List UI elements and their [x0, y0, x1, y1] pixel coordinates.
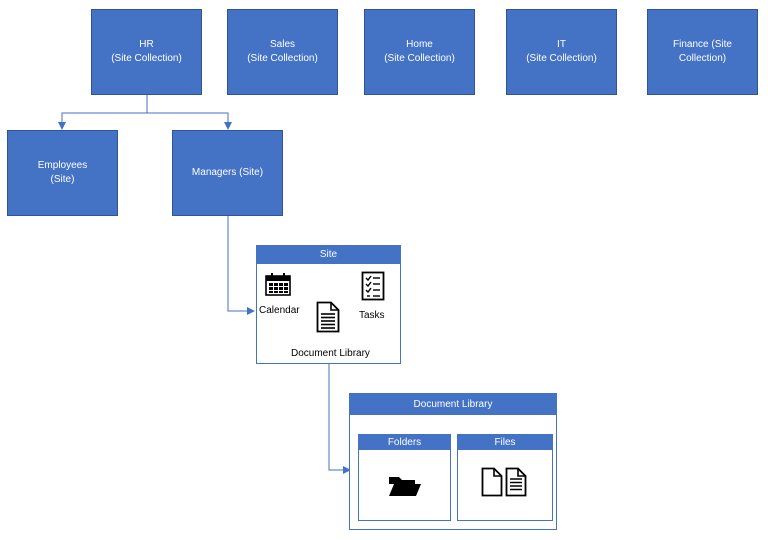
- document-icon: [316, 301, 340, 333]
- calendar-icon: [265, 273, 291, 296]
- node-subtitle: (Site Collection): [247, 53, 318, 64]
- document-library-panel: Document Library Folders Files: [349, 393, 557, 530]
- node-title: Sales: [269, 39, 295, 50]
- sales-site-collection[interactable]: Sales (Site Collection): [227, 9, 338, 95]
- node-subtitle: (Site Collection): [111, 53, 182, 64]
- node-subtitle: (Site): [50, 174, 75, 185]
- node-subtitle: (Site Collection): [526, 53, 597, 64]
- employees-site[interactable]: Employees (Site): [7, 130, 118, 216]
- site-panel-header: Site: [257, 246, 400, 264]
- folder-icon: [389, 477, 421, 496]
- document-library-panel-header: Document Library: [350, 394, 556, 415]
- node-title: HR: [139, 39, 154, 50]
- connector-hr-to-employees: [58, 95, 148, 130]
- node-title: Finance (Site: [673, 39, 732, 50]
- node-subtitle: Collection): [678, 53, 727, 64]
- home-site-collection[interactable]: Home (Site Collection): [364, 9, 475, 95]
- files-header: Files: [458, 435, 552, 450]
- managers-site[interactable]: Managers (Site): [172, 130, 283, 216]
- tasks-icon: [361, 271, 385, 301]
- blank-file-icon: [481, 467, 503, 497]
- folders-panel: Folders: [358, 434, 451, 521]
- folders-header: Folders: [359, 435, 450, 450]
- files-panel: Files: [457, 434, 553, 521]
- node-subtitle: (Site Collection): [384, 53, 455, 64]
- tasks-label: Tasks: [359, 310, 385, 321]
- document-library-label: Document Library: [291, 348, 370, 359]
- node-title: IT: [557, 39, 566, 50]
- connector-library-to-library-panel: [328, 354, 351, 474]
- text-file-icon: [505, 467, 527, 497]
- connector-managers-to-site: [227, 215, 255, 315]
- site-panel: Site Calendar Tasks Document Library: [256, 245, 401, 364]
- calendar-label: Calendar: [259, 305, 300, 316]
- node-title: Employees: [37, 160, 88, 171]
- node-title: Home: [406, 39, 433, 50]
- node-title: Managers (Site): [191, 167, 264, 178]
- connector-hr-to-managers: [147, 112, 232, 130]
- it-site-collection[interactable]: IT (Site Collection): [506, 9, 617, 95]
- hr-site-collection[interactable]: HR (Site Collection): [91, 9, 202, 95]
